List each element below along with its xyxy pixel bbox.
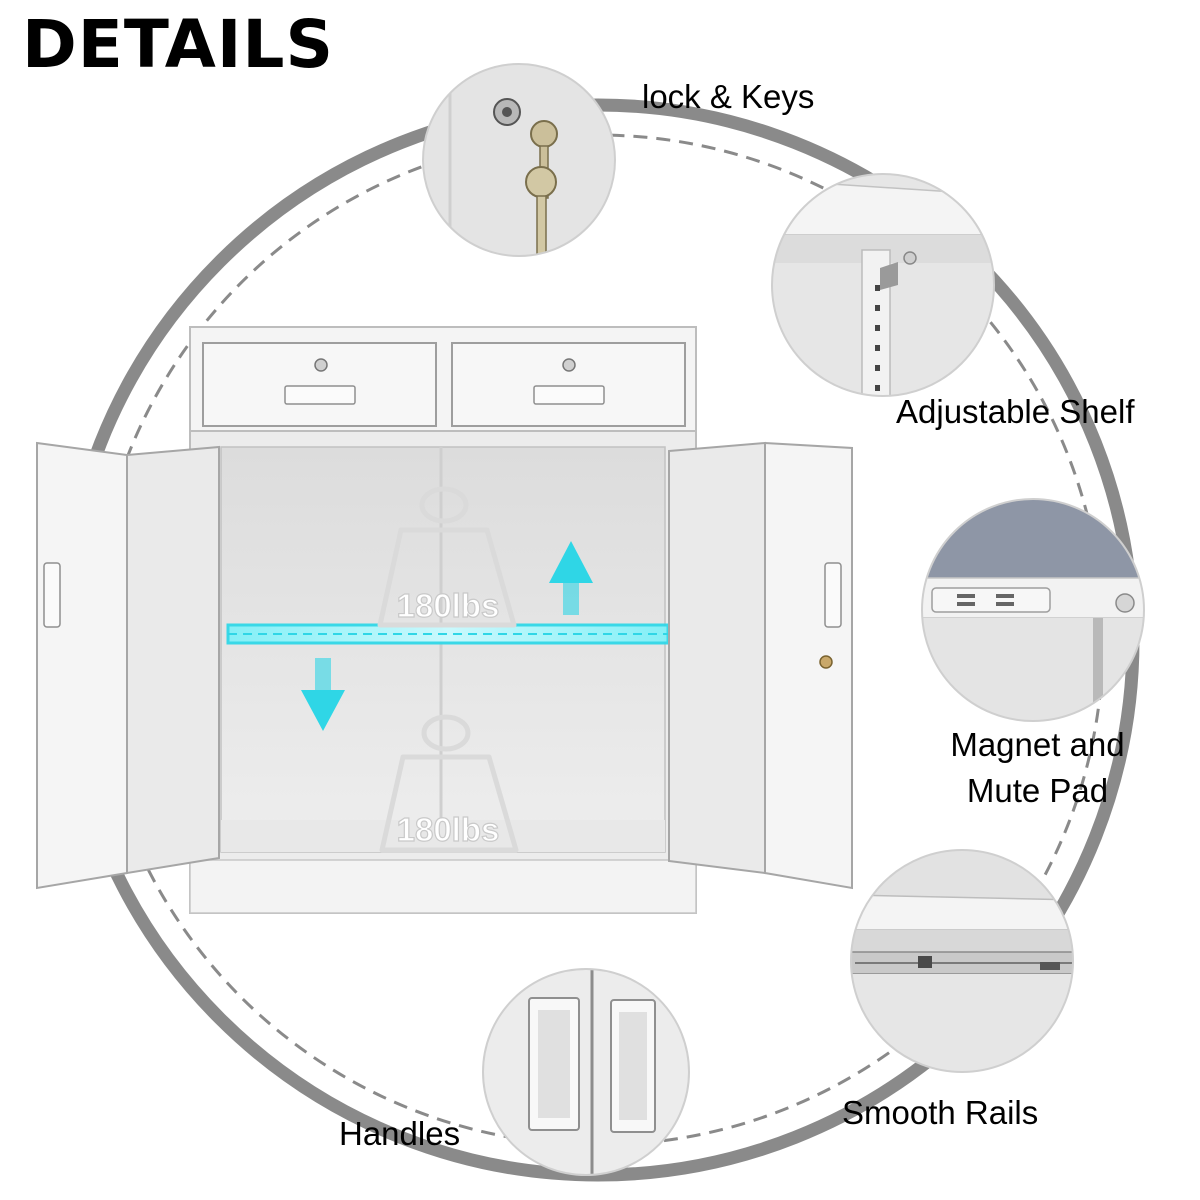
door-lock-icon <box>819 655 833 669</box>
detail-rails-circle <box>850 849 1074 1073</box>
door-handle-left <box>43 562 61 628</box>
cabinet-interior <box>220 446 666 853</box>
magnet-pad <box>931 587 1051 613</box>
drawer-lock-left-icon <box>314 358 328 372</box>
adjustable-shelf-label: Adjustable Shelf <box>896 393 1135 430</box>
arrow-up-icon <box>549 541 593 615</box>
detail-handles-circle <box>482 968 690 1176</box>
door-left <box>36 441 128 890</box>
door-handle-right <box>824 562 842 628</box>
smooth-rails-label: Smooth Rails <box>842 1094 1039 1131</box>
weight-label-lower: 180lbs <box>397 811 500 848</box>
weight-label-upper: 180lbs <box>397 587 500 624</box>
detail-shelf-circle <box>771 173 995 397</box>
weight-lower-icon <box>379 714 519 853</box>
cabinet-base <box>189 859 697 914</box>
door-right <box>668 441 766 875</box>
cabinet: 180lbs 180lbs <box>36 326 853 914</box>
drawer-left <box>202 342 437 427</box>
drawer-handle-right <box>533 385 605 405</box>
drawer-handle-left <box>284 385 356 405</box>
lock-keys-label: lock & Keys <box>642 78 815 115</box>
key-icon <box>525 120 558 256</box>
magnet-label-line2: Mute Pad <box>966 772 1109 809</box>
detail-lock-circle <box>422 63 616 257</box>
arrow-down-icon <box>301 658 345 731</box>
magnet-label-line1: Magnet and <box>950 726 1125 763</box>
page-title: DETAILS <box>22 6 334 83</box>
handles-label: Handles <box>339 1115 461 1152</box>
drawer-lock-right-icon <box>562 358 576 372</box>
drawer-right <box>451 342 686 427</box>
detail-magnet-circle <box>921 498 1145 722</box>
weight-upper-icon <box>377 486 517 628</box>
